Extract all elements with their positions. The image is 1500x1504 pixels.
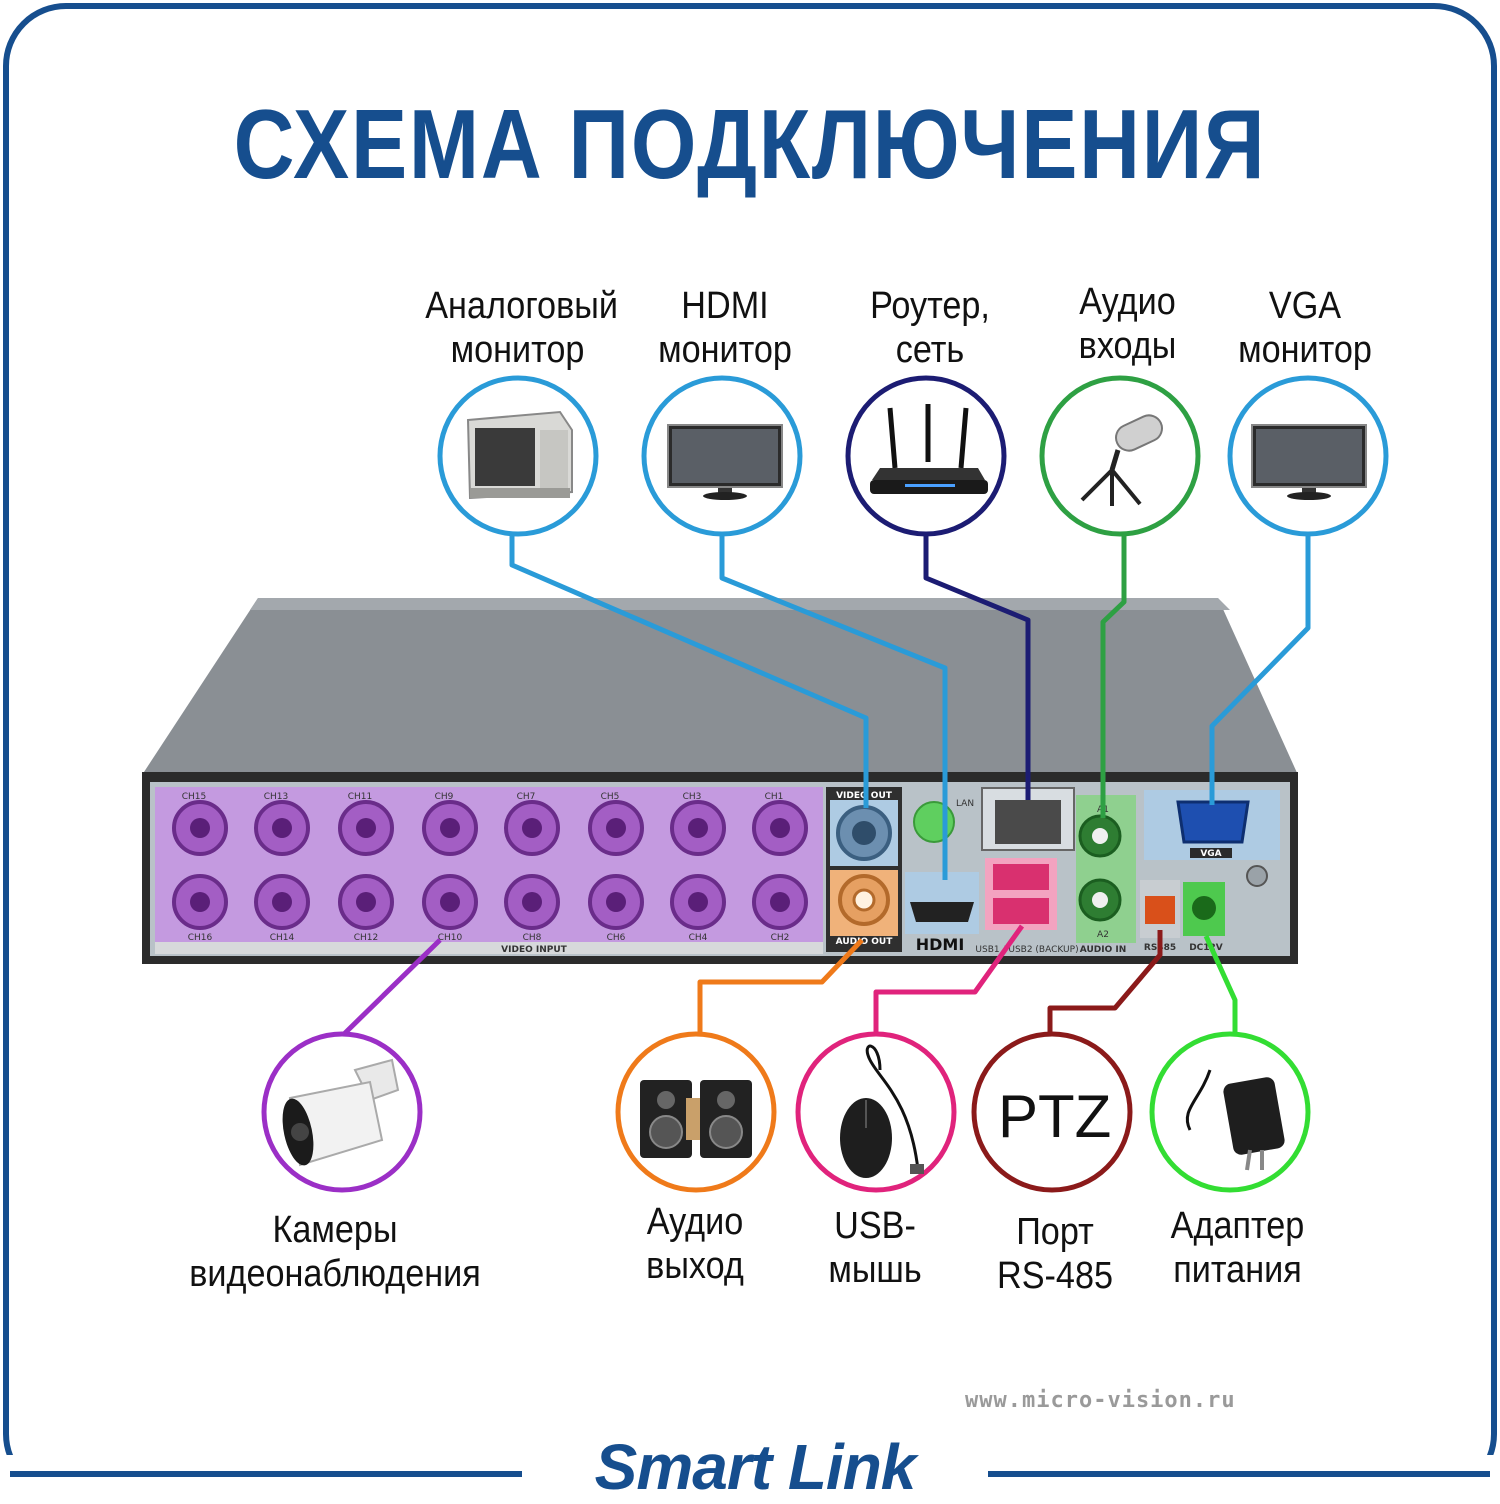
vga-label: VGA — [1200, 849, 1221, 859]
video-input-block — [155, 787, 823, 942]
website-url: www.micro-vision.ru — [965, 1388, 1236, 1413]
connection-lines — [340, 534, 1311, 1038]
connector-audio_in — [1100, 534, 1127, 818]
label-usb-mouse: USB-мышь — [828, 1205, 922, 1291]
hdmi-label: HDMI — [916, 935, 965, 954]
power-adapter-icon — [1185, 1069, 1285, 1171]
audio-in-label: AUDIO IN — [1080, 945, 1126, 955]
audio-out-label: AUDIO OUT — [836, 937, 894, 947]
computer-mouse-icon — [840, 1044, 924, 1178]
channel-label: CH2 — [771, 933, 790, 943]
a2-label: A2 — [1097, 930, 1109, 940]
connector-usb — [873, 924, 1025, 1036]
status-sticker — [913, 801, 955, 843]
channel-label: CH6 — [607, 933, 626, 943]
router-icon — [870, 404, 988, 494]
channel-label: CH3 — [683, 792, 702, 802]
connector-cameras — [340, 938, 442, 1038]
usb-label: USB1 / USB2 (BACKUP) — [975, 945, 1078, 955]
usb2-port[interactable] — [993, 898, 1049, 924]
channel-label: CH10 — [438, 933, 463, 943]
brand-logo: Smart Link — [594, 1431, 917, 1503]
connector-router — [923, 534, 1031, 800]
channel-label: CH16 — [188, 933, 213, 943]
dvr-top-surface — [142, 598, 1298, 775]
channel-label: CH9 — [435, 792, 454, 802]
dc-label: DC12V — [1189, 943, 1223, 953]
crt-monitor-icon — [466, 410, 573, 500]
connector-ptz — [1047, 930, 1163, 1036]
flat-monitor-icon — [1251, 424, 1367, 500]
channel-label: CH7 — [517, 792, 536, 802]
channel-label: CH13 — [264, 792, 289, 802]
ptz-text: PTZ — [998, 1083, 1112, 1150]
hdmi-port[interactable] — [910, 902, 974, 922]
speakers-icon — [640, 1080, 752, 1158]
ground-screw — [1246, 865, 1268, 887]
device-circle-audio_in — [1039, 375, 1201, 537]
connector-analog — [509, 534, 869, 808]
channel-label: CH11 — [348, 792, 373, 802]
channel-label: CH15 — [182, 792, 207, 802]
label-router: Роутер,сеть — [870, 285, 990, 371]
bullet-camera-icon — [282, 1058, 400, 1167]
connector-audio_out — [697, 938, 864, 1036]
lan-port[interactable] — [995, 800, 1061, 844]
frame-bottom-cover — [0, 1455, 1500, 1500]
device-circle-ptz — [971, 1031, 1133, 1193]
usb1-port[interactable] — [993, 864, 1049, 890]
lan-label: LAN — [956, 799, 974, 809]
channel-label: CH5 — [601, 792, 620, 802]
channel-label: CH14 — [270, 933, 295, 943]
channel-label: CH4 — [689, 933, 708, 943]
connector-power — [1203, 934, 1238, 1036]
vga-port[interactable] — [1176, 800, 1250, 844]
rs485-port[interactable] — [1145, 896, 1175, 924]
channel-label: CH8 — [523, 933, 542, 943]
flat-tv-icon — [667, 424, 783, 500]
microphone-icon — [1080, 414, 1163, 506]
channel-label: CH1 — [765, 792, 784, 802]
channel-label: CH12 — [354, 933, 379, 943]
connector-vga — [1209, 534, 1311, 805]
dc-power-jack[interactable] — [1192, 896, 1216, 920]
video-input-label: VIDEO INPUT — [501, 945, 568, 955]
connector-hdmi — [719, 534, 948, 880]
page-title: СХЕМА ПОДКЛЮЧЕНИЯ — [233, 89, 1267, 199]
